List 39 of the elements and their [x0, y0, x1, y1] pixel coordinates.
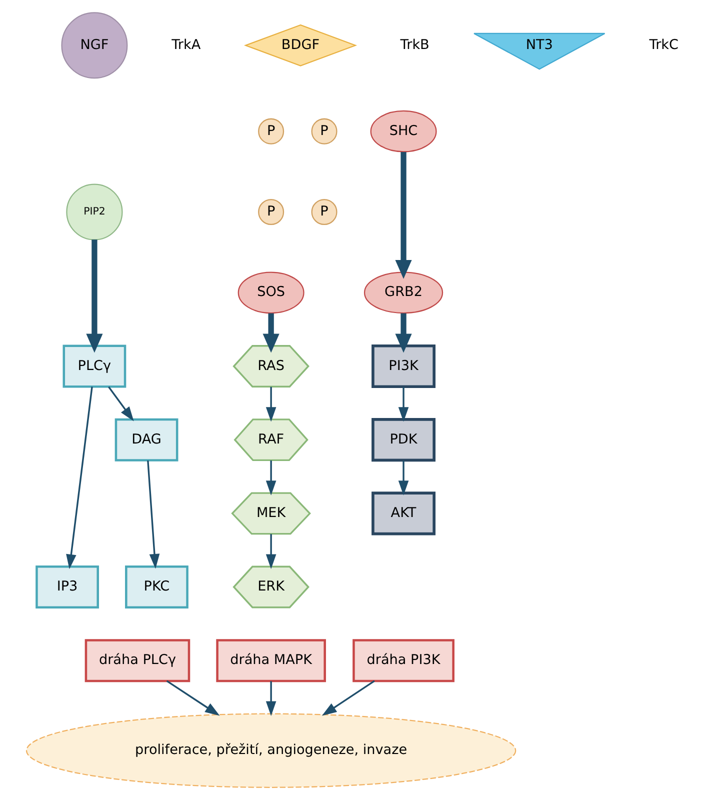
arrow: [398, 460, 408, 496]
label: TrkB: [400, 36, 429, 53]
arrow: [394, 313, 412, 353]
arrow: [265, 534, 276, 569]
node-ellipse: GRB2: [363, 272, 443, 314]
label: TrkC: [648, 36, 678, 53]
arrow: [166, 680, 220, 716]
arrow: [265, 460, 276, 496]
arrow: [262, 313, 279, 353]
node-circle: PIP2: [66, 184, 122, 240]
node-box: PKC: [124, 566, 188, 609]
node-box: dráha PI3K: [352, 639, 454, 682]
arrow: [146, 460, 160, 569]
node-box: dráha PLCγ: [84, 639, 190, 682]
node-circle: P: [310, 198, 337, 225]
arrow: [398, 386, 408, 422]
node-box: PI3K: [371, 344, 435, 388]
label: TrkA: [171, 36, 200, 53]
arrow: [66, 386, 92, 570]
node-box: AKT: [371, 492, 435, 536]
node-circle: P: [258, 198, 284, 225]
node-box: DAG: [114, 418, 178, 462]
node-ellipse: proliferace, přežití, angiogeneze, invaze: [25, 713, 516, 788]
node-box: PLCγ: [62, 344, 126, 388]
arrow: [108, 386, 134, 422]
node-circle: P: [258, 118, 284, 144]
arrow: [321, 680, 374, 716]
arrow: [265, 386, 276, 422]
arrow: [394, 152, 412, 279]
node-box: IP3: [35, 566, 98, 609]
node-circle: NGF: [60, 12, 128, 79]
node-ellipse: SOS: [237, 272, 304, 314]
node-ellipse: SHC: [370, 110, 436, 152]
arrow: [265, 681, 276, 716]
node-diamond: BDGF: [243, 24, 357, 66]
node-box: PDK: [371, 418, 435, 462]
node-circle: P: [310, 118, 337, 144]
node-box: dráha MAPK: [216, 639, 326, 682]
arrow: [86, 240, 102, 353]
